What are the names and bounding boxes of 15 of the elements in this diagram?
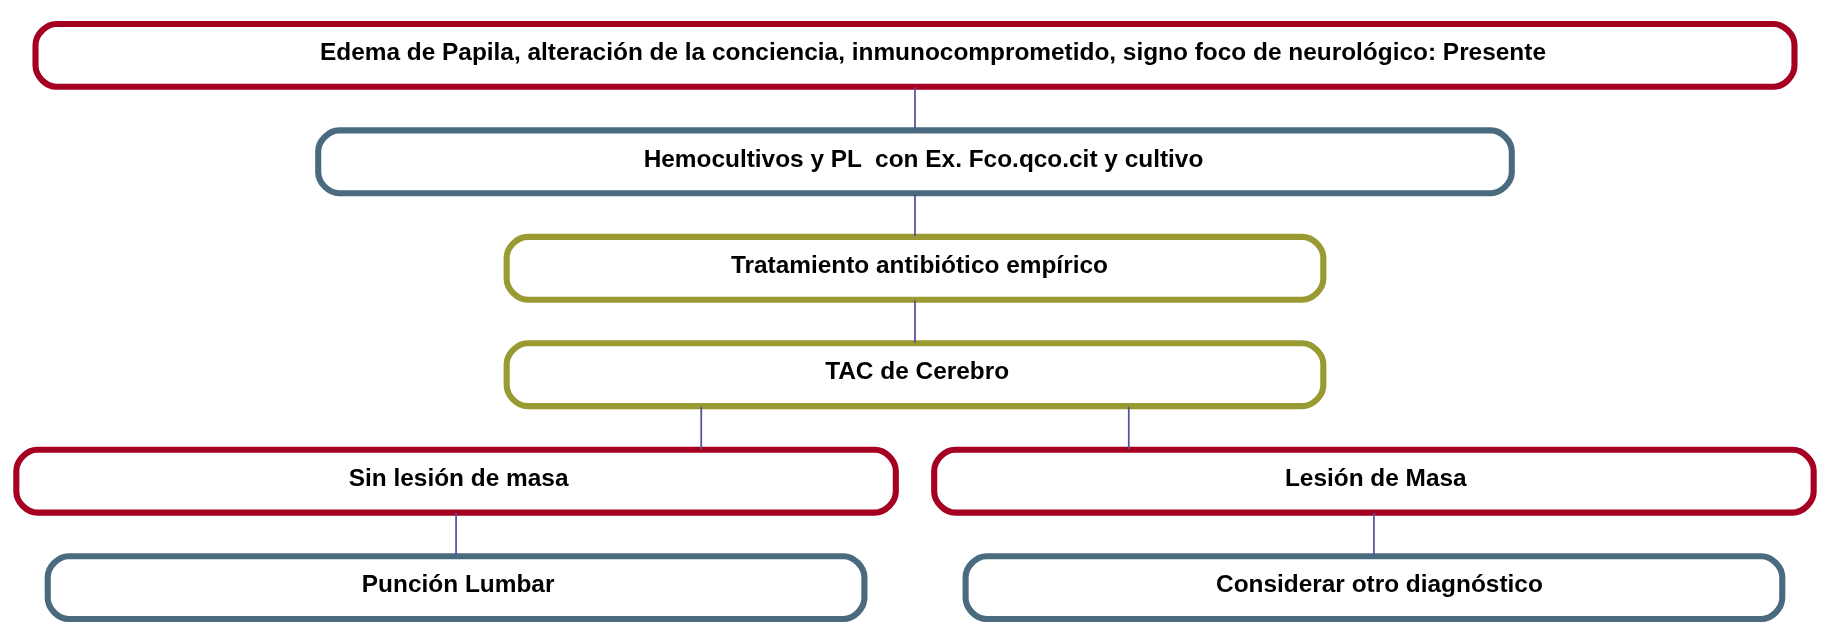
node-box: Lesión de Masa bbox=[931, 446, 1817, 516]
connector bbox=[1127, 405, 1130, 451]
node-box: Hemocultivos y PL con Ex. Fco.qco.cit y cultivo bbox=[315, 127, 1515, 197]
node-box: TAC de Cerebro bbox=[503, 340, 1327, 410]
connector bbox=[914, 299, 916, 344]
node-box: Tratamiento antibiótico empírico bbox=[503, 233, 1327, 303]
connector bbox=[1373, 512, 1375, 557]
connector bbox=[700, 405, 703, 451]
node-box: Sin lesión de masa bbox=[13, 446, 899, 516]
node-box: Punción Lumbar bbox=[44, 553, 868, 623]
connector bbox=[455, 512, 457, 557]
node-box: Considerar otro diagnóstico bbox=[962, 553, 1786, 623]
connector bbox=[914, 192, 916, 238]
connector bbox=[914, 86, 916, 131]
node-box: Edema de Papila, alteración de la conciencia, inmunocomprometido, signo foco de neurológico: Presente bbox=[32, 20, 1798, 90]
